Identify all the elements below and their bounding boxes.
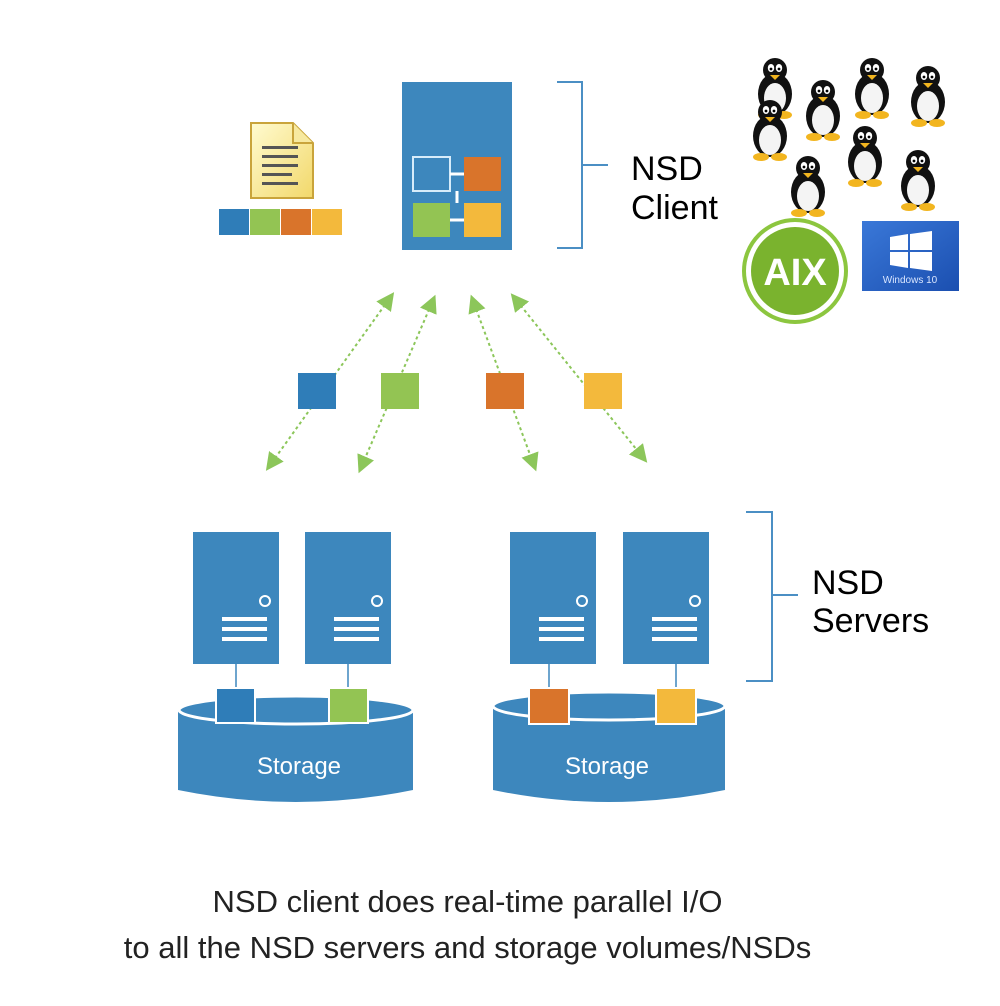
storage-volume-left: Storage <box>177 687 415 802</box>
servers-bracket <box>746 511 798 682</box>
data-block-orange <box>281 209 311 235</box>
linux-penguin-icon <box>753 58 945 217</box>
arrow-green-path <box>357 294 437 474</box>
storage-volume-right: Storage <box>491 687 727 802</box>
nsd-block-blue <box>215 687 256 724</box>
client-bracket <box>557 81 608 249</box>
transfer-block-orange <box>486 373 524 409</box>
caption-line1: NSD client does real-time parallel I/O <box>212 884 723 919</box>
server-connectors <box>235 664 677 688</box>
nsd-client-server <box>402 82 512 250</box>
data-block-blue <box>219 209 249 235</box>
data-blocks-strip <box>219 209 342 235</box>
nsd-servers-label-line1: NSD <box>812 564 884 602</box>
transfer-block-green <box>381 373 419 409</box>
storage-left-label: Storage <box>257 753 341 780</box>
nsd-client-label-line2: Client <box>631 189 718 227</box>
windows-logo-text: Windows 10 <box>883 275 938 286</box>
nsd-server-1 <box>193 532 279 664</box>
arrow-yellow-path <box>510 293 648 463</box>
aix-logo: AIX <box>742 218 848 324</box>
data-block-yellow <box>312 209 342 235</box>
document-icon <box>250 122 314 199</box>
nsd-client-label-line1: NSD <box>631 150 703 188</box>
nsd-server-3 <box>510 532 596 664</box>
nsd-server-2 <box>305 532 391 664</box>
nsd-server-4 <box>623 532 709 664</box>
nsd-block-orange <box>528 687 570 725</box>
transfer-block-blue <box>298 373 336 409</box>
caption-line2: to all the NSD servers and storage volum… <box>123 930 812 965</box>
aix-logo-text: AIX <box>763 252 827 294</box>
nsd-block-green <box>328 687 369 724</box>
transfer-block-yellow <box>584 373 622 409</box>
nsd-servers-label-line2: Servers <box>812 602 930 640</box>
windows-logo: Windows 10 <box>862 221 959 291</box>
data-block-green <box>250 209 280 235</box>
nsd-block-yellow <box>655 687 697 725</box>
storage-right-label: Storage <box>565 753 649 780</box>
